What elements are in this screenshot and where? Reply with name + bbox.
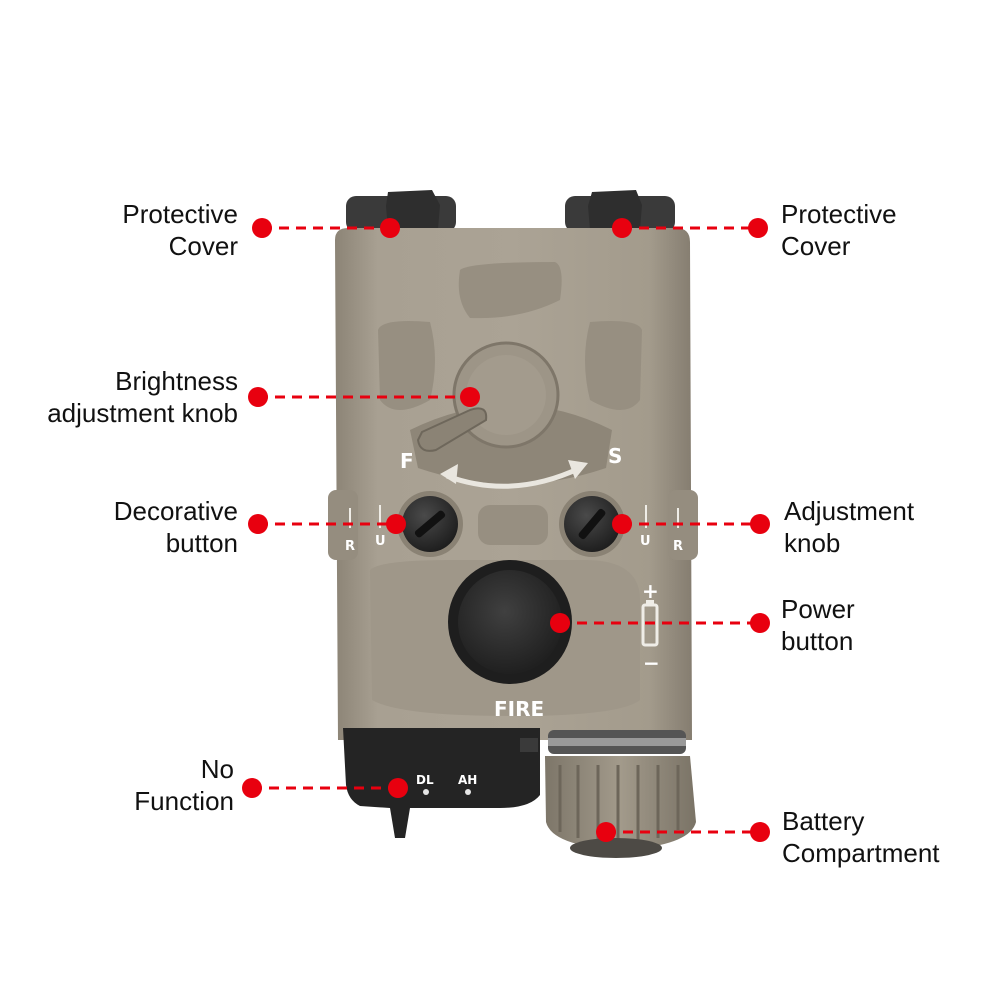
- label-battery-compartment: Battery Compartment: [782, 805, 940, 869]
- label-brightness-knob: Brightness adjustment knob: [47, 365, 238, 429]
- device-body: [328, 228, 698, 740]
- callout-dot-power-end: [550, 613, 570, 633]
- marking-r-left: R: [345, 539, 355, 554]
- marking-plus: +: [642, 579, 659, 603]
- marking-fire: FIRE: [494, 697, 544, 721]
- callout-dot-decorative: [248, 514, 268, 534]
- label-line: Cover: [168, 231, 238, 261]
- label-line: button: [781, 626, 854, 656]
- label-line: Protective: [781, 199, 897, 229]
- callout-dot-protective-cover-left: [252, 218, 272, 238]
- marking-s: S: [608, 444, 622, 468]
- callout-lines: [252, 226, 760, 834]
- callout-dot-battery-end: [596, 822, 616, 842]
- label-line: adjustment knob: [47, 398, 238, 428]
- adjustment-knob-part: [559, 491, 625, 557]
- callout-dot-power: [750, 613, 770, 633]
- marking-r-right: R: [673, 539, 683, 554]
- callout-dot-battery: [750, 822, 770, 842]
- label-power-button: Power button: [781, 593, 855, 657]
- marking-f: F: [400, 449, 414, 473]
- callout-dot-protective-cover-left-end: [380, 218, 400, 238]
- label-adjustment-knob: Adjustment knob: [784, 495, 914, 559]
- label-line: No: [200, 754, 234, 784]
- label-no-function: No Function: [134, 753, 234, 817]
- callout-dot-no-function-end: [388, 778, 408, 798]
- callout-dot-protective-cover-right-end: [612, 218, 632, 238]
- marking-u-right: U: [640, 534, 651, 549]
- label-line: Protective: [122, 199, 238, 229]
- label-line: Power: [781, 594, 855, 624]
- label-line: Brightness: [115, 366, 238, 396]
- label-protective-cover-left: Protective Cover: [122, 198, 238, 262]
- label-line: Function: [134, 786, 234, 816]
- label-line: Adjustment: [784, 496, 915, 526]
- marking-minus: −: [643, 651, 660, 675]
- label-line: button: [165, 528, 238, 558]
- callout-dot-adjustment: [750, 514, 770, 534]
- callout-dots: [242, 218, 770, 842]
- label-line: Compartment: [782, 838, 940, 868]
- callout-dot-brightness-end: [460, 387, 480, 407]
- callout-dot-brightness: [248, 387, 268, 407]
- callout-dot-adjustment-end: [612, 514, 632, 534]
- decorative-button-part: [397, 491, 463, 557]
- label-decorative-button: Decorative button: [114, 495, 238, 559]
- label-line: knob: [784, 528, 841, 558]
- callout-dot-protective-cover-right: [748, 218, 768, 238]
- battery-compartment-part: [545, 730, 696, 858]
- callout-dot-no-function: [242, 778, 262, 798]
- label-line: Decorative: [113, 496, 238, 526]
- callout-dot-decorative-end: [386, 514, 406, 534]
- marking-ah: AH: [458, 773, 477, 787]
- marking-u-left: U: [375, 534, 386, 549]
- label-line: Battery: [782, 806, 865, 836]
- label-protective-cover-right: Protective Cover: [781, 198, 897, 262]
- power-button-part: [448, 560, 659, 684]
- label-line: Cover: [781, 231, 851, 261]
- no-function-part: [343, 728, 540, 838]
- marking-dl: DL: [416, 773, 434, 787]
